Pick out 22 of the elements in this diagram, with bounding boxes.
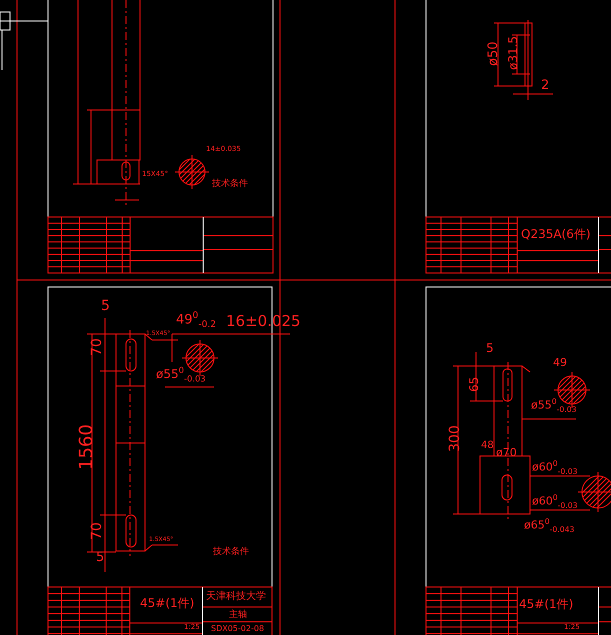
drawing-annotation: SDX05-02-08 — [211, 625, 264, 633]
drawing-annotation: 48 — [481, 441, 494, 451]
drawing-annotation: 主轴 — [229, 611, 247, 620]
drawing-annotation: 5 — [101, 299, 110, 313]
drawing-annotation: 5 — [96, 551, 104, 564]
drawing-annotation: 1560 — [78, 424, 96, 470]
drawing-annotation: ø70 — [496, 447, 517, 458]
drawing-annotation: Q235A(6件) — [521, 228, 591, 240]
drawing-annotation: 技术条件 — [213, 548, 249, 557]
drawing-annotation: 49 — [553, 357, 567, 368]
drawing-annotation: 70 — [90, 338, 104, 356]
drawing-annotation: 技术条件 — [212, 180, 248, 189]
drawing-annotation: 70 — [90, 522, 104, 540]
drawing-annotation: ø50 — [487, 42, 500, 66]
drawing-annotation: 45#(1件) — [519, 598, 574, 610]
drawing-annotation: 300 — [448, 425, 462, 452]
drawing-annotation: ø31.5 — [507, 36, 519, 70]
drawing-annotation: 65 — [468, 376, 480, 392]
drawing-annotation: 45#(1件) — [140, 597, 194, 609]
drawing-annotation: 天津科技大学 — [206, 592, 266, 602]
drawing-annotation: 2 — [541, 79, 550, 92]
drawing-annotation: 5 — [486, 342, 494, 354]
